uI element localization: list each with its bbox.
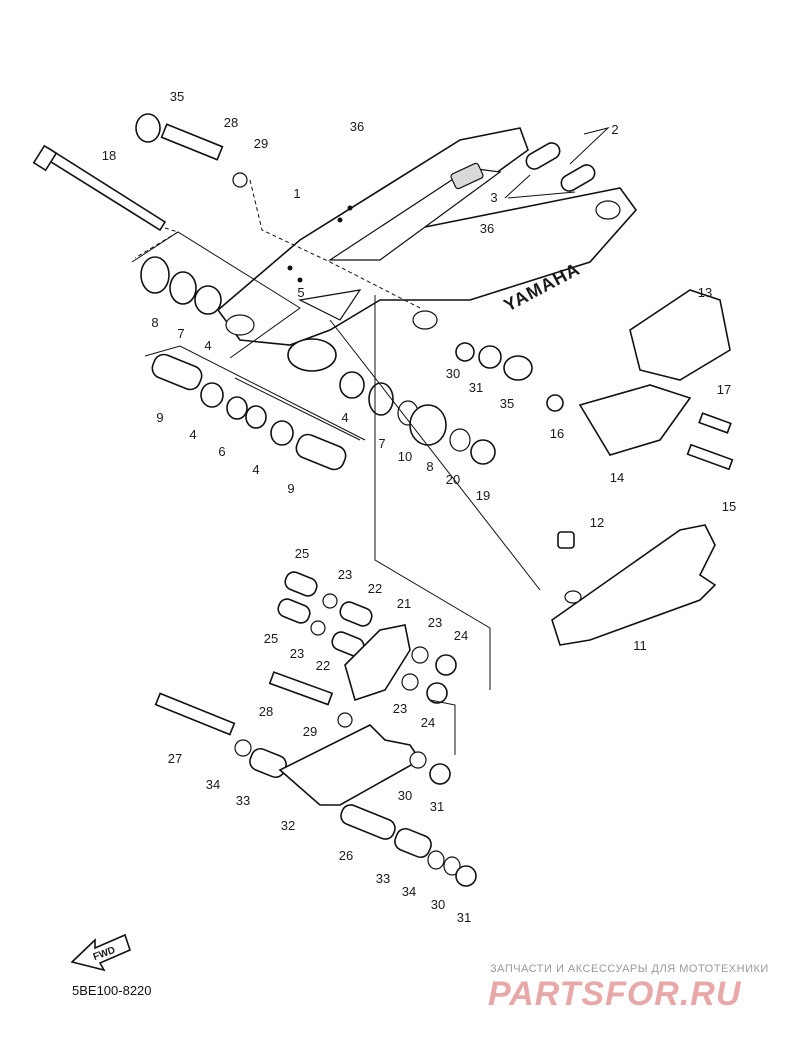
label-2: 2 — [611, 122, 618, 137]
label-21: 21 — [397, 596, 411, 611]
label-17: 17 — [717, 382, 731, 397]
label-31c: 31 — [457, 910, 471, 925]
label-10: 10 — [398, 449, 412, 464]
chain-guide-group — [525, 142, 734, 471]
label-30b: 30 — [398, 788, 412, 803]
part-labels: 35 28 36 29 18 1 2 3 36 5 8 7 4 13 30 31… — [102, 89, 736, 925]
label-24: 24 — [454, 628, 468, 643]
label-32: 32 — [281, 818, 295, 833]
label-33b: 33 — [376, 871, 390, 886]
left-bearing-stack — [131, 231, 366, 471]
label-34: 34 — [206, 777, 220, 792]
label-7: 7 — [177, 326, 184, 341]
label-18: 18 — [102, 148, 116, 163]
label-12: 12 — [590, 515, 604, 530]
label-36b: 36 — [480, 221, 494, 236]
label-33: 33 — [236, 793, 250, 808]
label-29: 29 — [254, 136, 268, 151]
label-23d: 23 — [393, 701, 407, 716]
label-4d: 4 — [252, 462, 259, 477]
label-34b: 34 — [402, 884, 416, 899]
label-26: 26 — [339, 848, 353, 863]
label-30: 30 — [446, 366, 460, 381]
label-28: 28 — [224, 115, 238, 130]
diagram-code: 5BE100-8220 — [72, 983, 152, 998]
label-8b: 8 — [426, 459, 433, 474]
relay-arm — [329, 295, 717, 690]
watermark-tagline: ЗАПЧАСТИ И АКСЕССУАРЫ ДЛЯ МОТОТЕХНИКИ — [490, 963, 769, 975]
label-4: 4 — [204, 338, 211, 353]
label-23b: 23 — [428, 615, 442, 630]
label-28b: 28 — [259, 704, 273, 719]
swingarm: YAMAHA — [216, 127, 638, 372]
label-14: 14 — [610, 470, 624, 485]
label-20: 20 — [446, 472, 460, 487]
label-3: 3 — [490, 190, 497, 205]
label-23: 23 — [338, 567, 352, 582]
label-11: 11 — [633, 638, 647, 653]
label-29b: 29 — [303, 724, 317, 739]
label-22: 22 — [368, 581, 382, 596]
label-22b: 22 — [316, 658, 330, 673]
connecting-rod-group — [154, 671, 477, 887]
label-30c: 30 — [431, 897, 445, 912]
label-4c: 4 — [341, 410, 348, 425]
label-35: 35 — [170, 89, 184, 104]
label-13: 13 — [698, 285, 712, 300]
label-8: 8 — [151, 315, 158, 330]
label-4b: 4 — [189, 427, 196, 442]
relay-link-group — [277, 571, 457, 704]
pivot-axle — [32, 144, 180, 259]
watermark-site: PARTSFOR.RU — [488, 975, 742, 1013]
fwd-arrow: FWD — [70, 933, 131, 972]
label-16: 16 — [550, 426, 564, 441]
label-6: 6 — [218, 444, 225, 459]
label-23c: 23 — [290, 646, 304, 661]
label-5: 5 — [297, 285, 304, 300]
label-7b: 7 — [378, 436, 385, 451]
label-24b: 24 — [421, 715, 435, 730]
label-35b: 35 — [500, 396, 514, 411]
label-25: 25 — [295, 546, 309, 561]
label-31: 31 — [469, 380, 483, 395]
label-25b: 25 — [264, 631, 278, 646]
label-36: 36 — [350, 119, 364, 134]
label-27: 27 — [168, 751, 182, 766]
label-15: 15 — [722, 499, 736, 514]
top-bolt-group — [135, 113, 421, 309]
label-9b: 9 — [287, 481, 294, 496]
label-1: 1 — [293, 186, 300, 201]
label-19: 19 — [476, 488, 490, 503]
label-31b: 31 — [430, 799, 444, 814]
label-9: 9 — [156, 410, 163, 425]
